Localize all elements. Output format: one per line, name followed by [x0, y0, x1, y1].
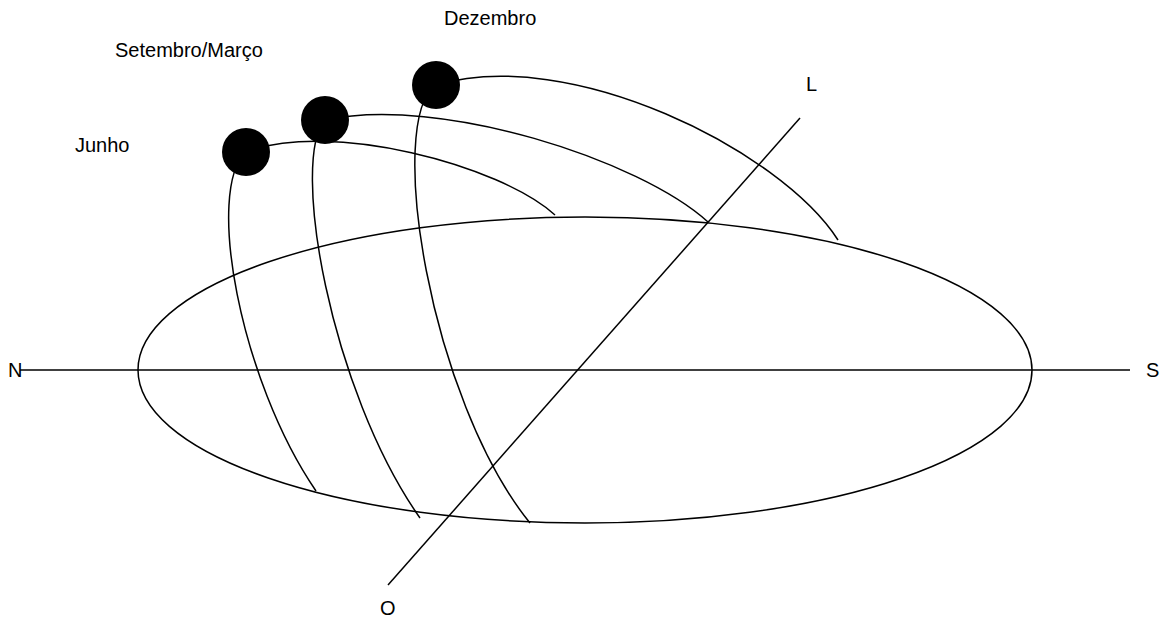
june-sun-path: [229, 141, 555, 491]
month-label: Dezembro: [444, 6, 536, 30]
equinox-sun-path: [312, 115, 708, 518]
east-west-axis: [388, 118, 800, 585]
sun-december: [412, 61, 460, 109]
north-south-axis: [20, 369, 1130, 371]
month-label: Setembro/Março: [115, 38, 263, 62]
december-sun-path: [415, 76, 838, 523]
month-label: Junho: [75, 133, 130, 157]
cardinal-label: L: [806, 72, 817, 96]
sun-june: [222, 128, 270, 176]
cardinal-label: O: [380, 596, 396, 620]
sun-equinox: [301, 96, 349, 144]
cardinal-label: N: [8, 358, 22, 382]
cardinal-label: S: [1146, 358, 1159, 382]
